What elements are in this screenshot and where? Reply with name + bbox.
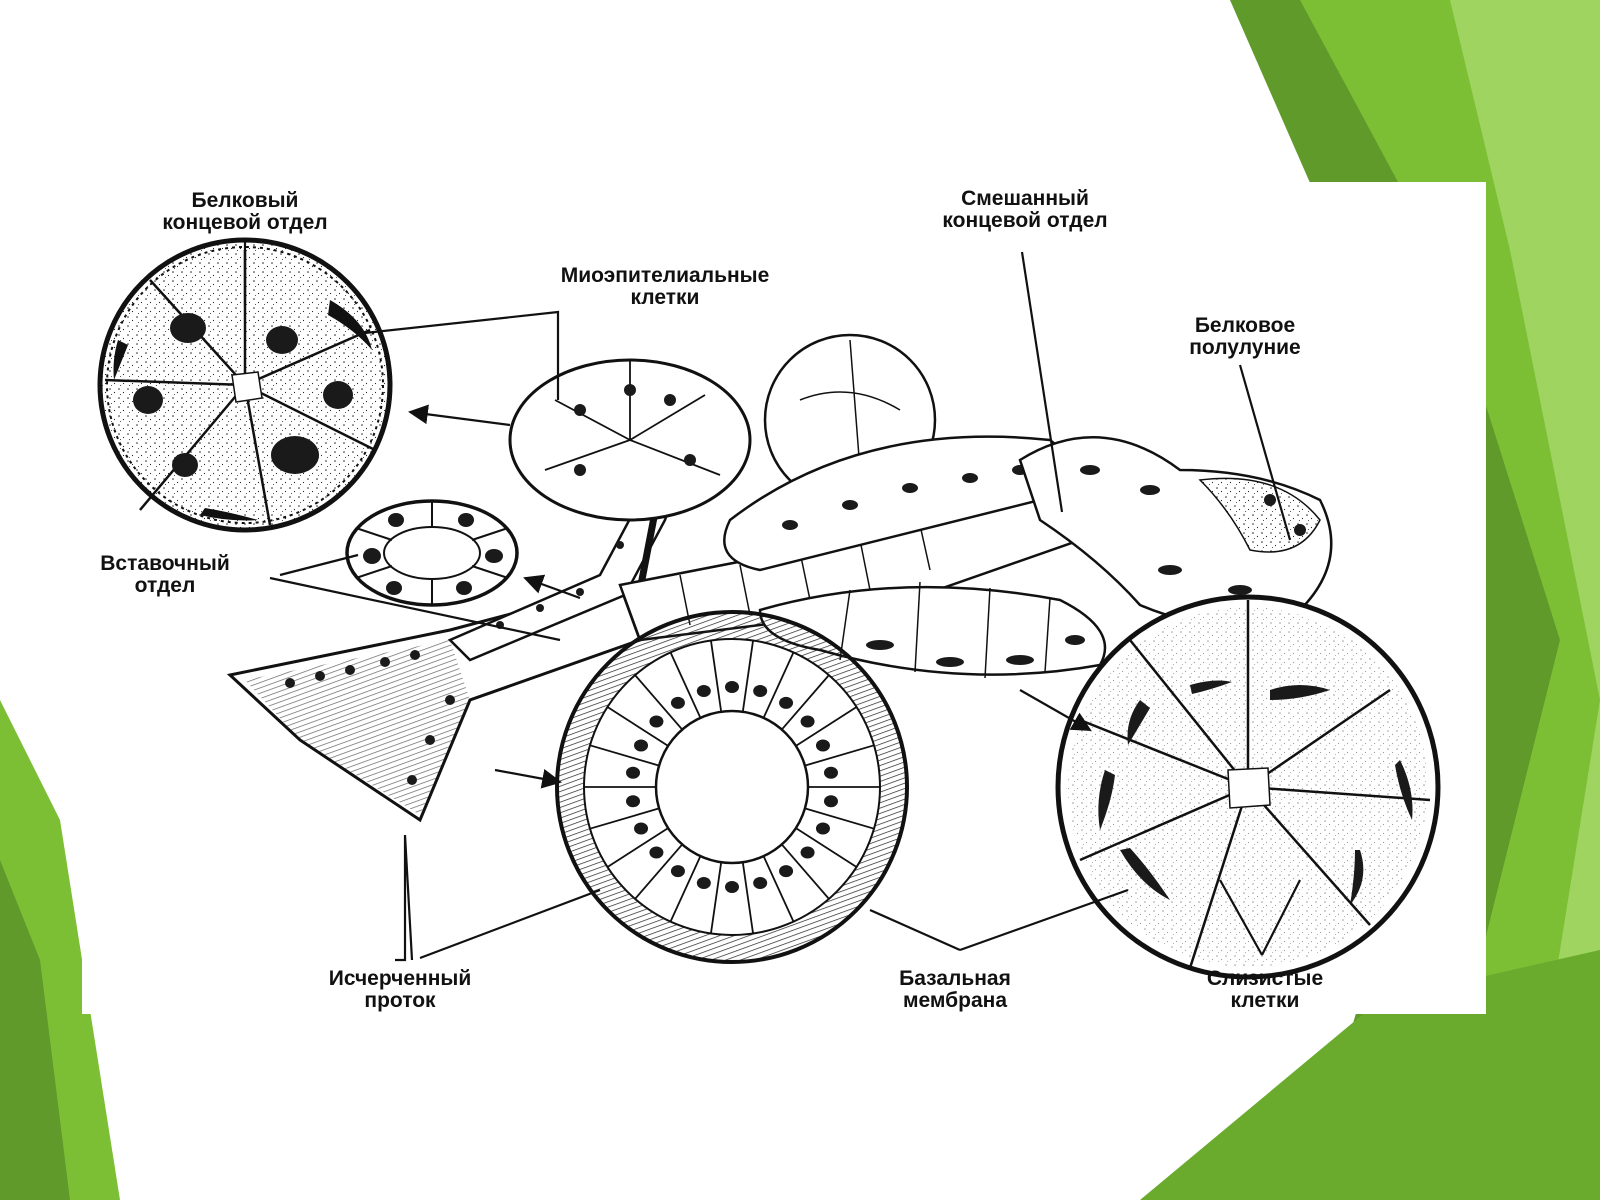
leader-mucous-1 [1219,879,1263,956]
duct-cell-border [710,862,723,934]
green-accent-left-dark [0,860,70,1200]
duct-cell-border [741,862,754,934]
duct-cell-border [669,652,702,719]
duct-cell-border [804,744,875,767]
duct-cell-border [710,640,723,712]
leader-lines [243,240,1301,962]
striated-duct-section [555,610,909,964]
duct-cell-border [607,706,669,747]
label-mixed-endpiece: Смешанный концевой отдел [942,187,1108,232]
intercalated-duct-section [345,499,519,607]
section-arrows [408,404,1092,789]
duct-cell-nucleus [800,715,815,728]
label-basal-membrane: Базальная мембрана [899,967,1011,1012]
duct-cell-nucleus [815,822,830,835]
duct-cell-border [741,640,754,712]
leader-intercalated-1 [279,553,359,577]
duct-cell-border [762,855,795,922]
duct-cell-border [781,674,830,731]
leader-myoepithelial [364,310,560,400]
duct-cell-nuclei [626,681,838,893]
leader-serous-demilune [1238,364,1292,541]
label-serous-endpiece: Белковый концевой отдел [162,189,328,234]
duct-cell-nucleus [753,876,768,889]
duct-cell-nucleus [634,739,649,752]
duct-cell-border [781,843,830,900]
duct-cell-border [795,827,857,868]
duct-cell-nucleus [800,846,815,859]
duct-cell-nucleus [823,766,838,779]
label-striated-duct: Исчерченный проток [328,967,472,1012]
gland-overview [226,333,1333,823]
duct-cell-nucleus [670,696,685,709]
leader-intercalated-2 [269,576,561,642]
duct-cell-nucleus [696,876,711,889]
arrow-to-intercalated-section [523,574,581,600]
duct-cell-border [607,827,669,868]
duct-cell-nucleus [626,766,641,779]
duct-cell-nucleus [649,715,664,728]
arrow-to-mucous-section [1019,689,1092,731]
leader-striated-section [419,888,601,960]
duct-cell-border [589,807,660,830]
duct-cell-nucleus [670,865,685,878]
duct-cell-nucleus [725,681,739,693]
arrow-to-serous-section [408,404,511,427]
duct-cell-nucleus [753,685,768,698]
mucous-acinus-section [1055,594,1441,980]
duct-cell-nucleus [823,795,838,808]
duct-cell-nucleus [626,795,641,808]
duct-cell-nucleus [696,685,711,698]
label-intercalated-duct: Вставочный отдел [100,552,230,597]
leader-basal-1 [869,908,961,952]
duct-cell-border [634,843,683,900]
leader-striated [395,834,414,962]
arrow-to-striated-section [494,768,562,789]
duct-cell-borders [584,640,880,934]
duct-cell-nucleus [815,739,830,752]
label-myoepithelial-cells: Миоэпителиальные клетки [560,264,770,309]
duct-cell-nucleus [779,696,794,709]
label-mucous-cells: Слизистые клетки [1206,967,1324,1012]
green-accent-right-light [1450,0,1600,1200]
duct-cell-border [634,674,683,731]
leader-mixed-endpiece [1020,251,1064,513]
leader-basal-2 [959,888,1129,952]
duct-cell-border [795,706,857,747]
duct-cell-border [804,807,875,830]
duct-cell-nucleus [779,865,794,878]
label-serous-demilune: Белковое полулуние [1189,314,1301,359]
duct-cell-border [669,855,702,922]
myoepithelial-cells-flat [113,300,372,521]
duct-cell-nucleus [649,846,664,859]
duct-cell-nucleus [725,881,739,893]
duct-cell-border [762,652,795,719]
leader-mucous-2 [1261,879,1301,956]
duct-cell-nucleus [634,822,649,835]
duct-cell-border [589,744,660,767]
